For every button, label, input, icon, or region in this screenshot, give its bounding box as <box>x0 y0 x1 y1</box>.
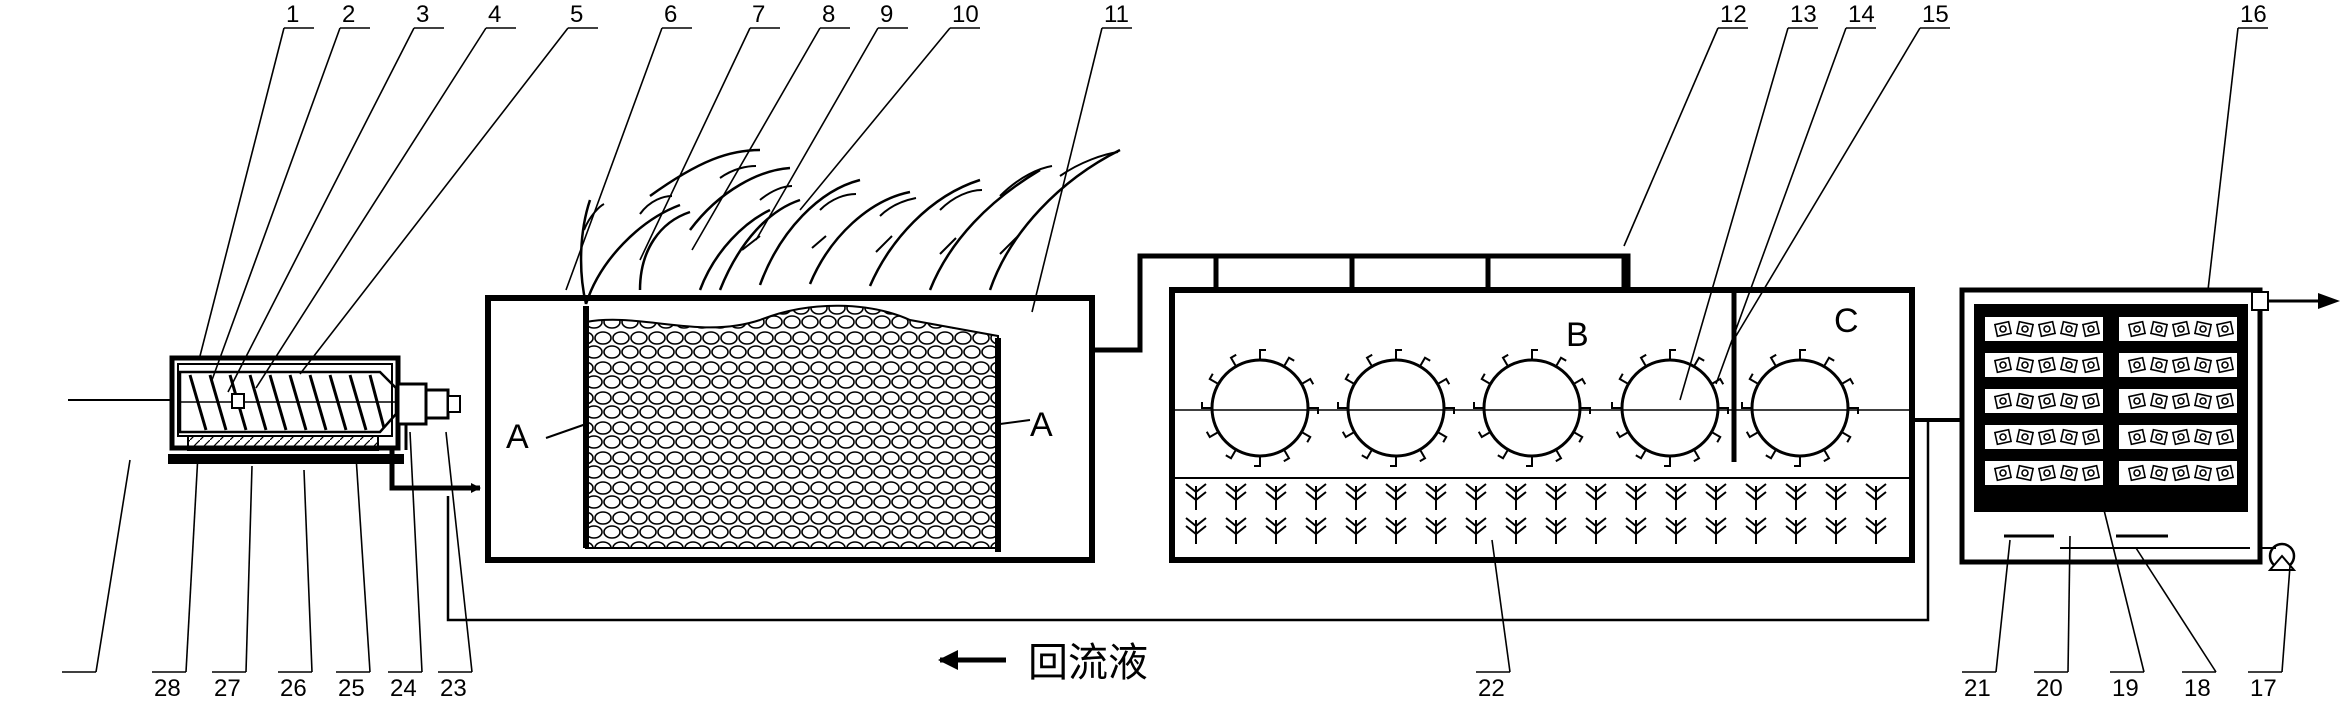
callout-number: 11 <box>1104 1 1129 28</box>
zone-c: C <box>1834 302 1859 340</box>
callout-number: 23 <box>440 675 467 702</box>
callout-number: 22 <box>1478 675 1505 702</box>
callout-number: 13 <box>1790 1 1817 28</box>
callout-number: 27 <box>214 675 241 702</box>
feed-pipe <box>389 450 481 493</box>
distribution-pipe <box>1092 253 1631 353</box>
callout-21: 21 <box>1962 539 2011 702</box>
callout-13: 13 <box>1679 1 1818 401</box>
callout-19: 19 <box>2103 509 2145 702</box>
wetland-tank <box>485 148 1121 563</box>
pump-icon <box>2260 542 2297 571</box>
zone-a-left: A <box>506 418 529 456</box>
callout-number: 6 <box>664 1 677 28</box>
callout-22: 22 <box>1476 539 1511 702</box>
callout-9: 9 <box>755 1 908 241</box>
zone-a-right: A <box>1030 406 1053 444</box>
callout-number: 10 <box>952 1 979 28</box>
callout-number: 3 <box>416 1 429 28</box>
callout-7: 7 <box>639 1 780 261</box>
callout-24: 24 <box>388 431 423 702</box>
callout-25: 25 <box>336 455 371 702</box>
callout-3: 3 <box>227 1 444 393</box>
callout-26: 26 <box>278 469 313 702</box>
callout-number: 17 <box>2250 675 2277 702</box>
storage-unit <box>1959 287 2340 565</box>
callout-number: 14 <box>1848 1 1875 28</box>
reflux-line <box>446 418 1960 622</box>
callout-number: 25 <box>338 675 365 702</box>
callout-4: 4 <box>255 1 516 389</box>
callout-number: 1 <box>286 1 299 28</box>
callout-number: 2 <box>342 1 355 28</box>
reflux-legend: 回流液 <box>938 641 1148 685</box>
callout-number: 5 <box>570 1 583 28</box>
callout-8: 8 <box>691 1 850 251</box>
zone-b: B <box>1566 316 1589 354</box>
callout-1: 1 <box>199 1 314 357</box>
callout-number: 24 <box>390 675 417 702</box>
callout-14: 14 <box>1715 1 1876 385</box>
callout-18: 18 <box>2135 547 2217 702</box>
callout-2: 2 <box>211 1 370 381</box>
callout-number: 20 <box>2036 675 2063 702</box>
rotating-disc-basin <box>1169 287 1915 563</box>
callout-number: 8 <box>822 1 835 28</box>
callout-5: 5 <box>299 1 598 375</box>
callout-17: 17 <box>2248 565 2291 702</box>
callout-number: 9 <box>880 1 893 28</box>
callout-10: 10 <box>799 1 980 211</box>
callout-number: 4 <box>488 1 501 28</box>
callout-20: 20 <box>2034 535 2071 702</box>
callout-number: 26 <box>280 675 307 702</box>
reflux-label: 回流液 <box>1028 641 1148 685</box>
callout-number: 18 <box>2184 675 2211 702</box>
callout-number: 16 <box>2240 1 2267 28</box>
callout-number: 15 <box>1922 1 1949 28</box>
callout-11: 11 <box>1031 1 1132 313</box>
callout-number: 28 <box>154 675 181 702</box>
callout-29 <box>62 459 131 673</box>
callout-number: 7 <box>752 1 765 28</box>
callout-27: 27 <box>212 465 253 702</box>
callout-number: 12 <box>1720 1 1747 28</box>
screw-press <box>68 355 461 464</box>
callout-6: 6 <box>565 1 692 291</box>
callout-12: 12 <box>1623 1 1748 247</box>
callout-16: 16 <box>2207 1 2268 291</box>
callout-28: 28 <box>152 453 199 702</box>
callout-15: 15 <box>1735 1 1950 337</box>
callout-number: 21 <box>1964 675 1991 702</box>
callout-23: 23 <box>438 431 473 702</box>
callout-number: 19 <box>2112 675 2139 702</box>
